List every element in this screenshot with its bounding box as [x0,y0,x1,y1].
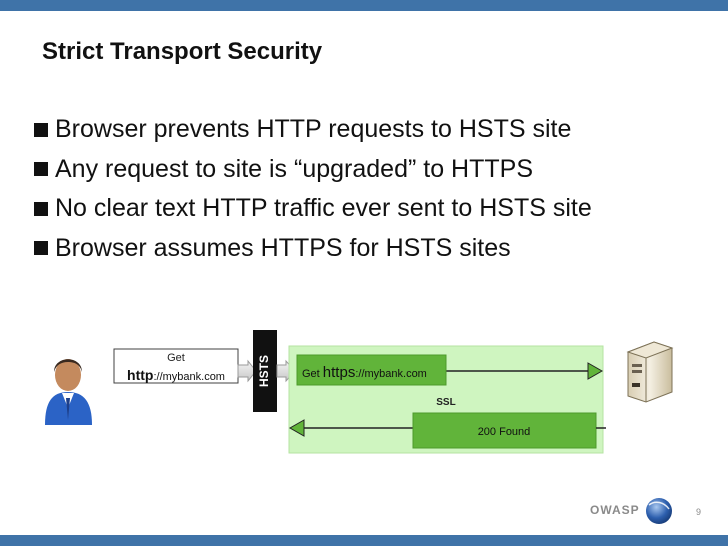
bullet-item: No clear text HTTP traffic ever sent to … [34,189,592,229]
footer-brand: OWASP [590,503,640,517]
bottom-accent-bar [0,535,728,546]
hsts-bar [253,330,277,412]
grey-arrow-icon [237,359,257,383]
ssl-label: SSL [436,397,455,408]
top-accent-bar [0,0,728,11]
https-request-label: Get https://mybank.com [302,364,427,381]
bullet-square-icon [34,122,48,137]
bullet-list: Browser prevents HTTP requests to HSTS s… [34,110,592,268]
user-icon [45,359,92,425]
response-arrow-head-icon [288,419,305,437]
bullet-text: Any request to site is “upgraded” to HTT… [55,154,533,183]
page-number: 9 [696,507,702,517]
hsts-label: HSTS [257,355,271,387]
response-box [412,412,597,449]
bullet-text: Browser assumes HTTPS for HSTS sites [55,233,511,262]
request-arrow-head-icon [587,362,604,380]
bullet-item: Browser prevents HTTP requests to HSTS s… [34,110,592,150]
bullet-text: Browser prevents HTTP requests to HSTS s… [55,115,572,144]
owasp-logo-icon [646,498,672,524]
bullet-square-icon [34,162,48,177]
server-icon [626,341,674,403]
bullet-square-icon [34,201,48,216]
bullet-text: No clear text HTTP traffic ever sent to … [55,194,592,223]
https-request-box [296,354,447,386]
http-request-box [113,348,239,384]
slide-title: Strict Transport Security [42,38,323,65]
response-label: 200 Found [478,426,531,438]
bullet-item: Any request to site is “upgraded” to HTT… [34,150,592,190]
bullet-item: Browser assumes HTTPS for HSTS sites [34,229,592,269]
request-url-label: http://mybank.com [127,367,225,383]
request-get-label: Get [167,352,185,364]
bullet-square-icon [34,241,48,256]
